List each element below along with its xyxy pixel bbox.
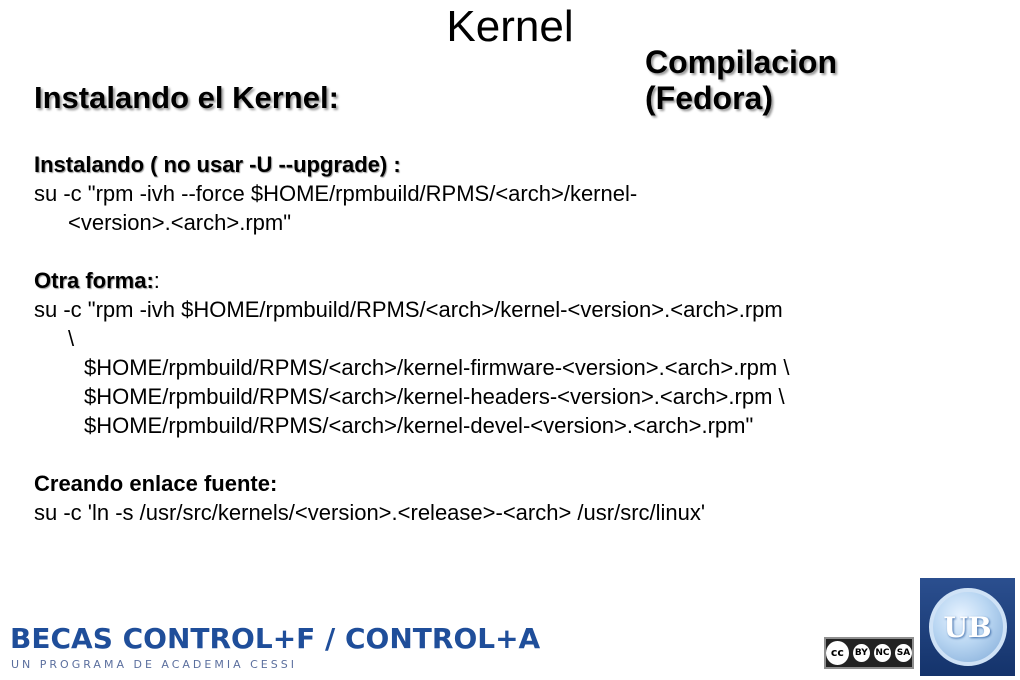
slide-subtitle: Compilacion (Fedora) — [645, 44, 945, 116]
sa-icon: SA — [894, 644, 912, 662]
slide-title: Kernel — [446, 2, 574, 51]
alt-command-line-3: $HOME/rpmbuild/RPMS/<arch>/kernel-firmwa… — [84, 355, 790, 380]
by-icon: BY — [852, 644, 870, 662]
link-command-line-1: su -c 'ln -s /usr/src/kernels/<version>.… — [34, 500, 706, 525]
slide-body: Instalando ( no usar -U --upgrade) : su … — [34, 150, 964, 527]
install-command-line-1: su -c "rpm -ivh --force $HOME/rpmbuild/R… — [34, 181, 638, 206]
spacer — [34, 440, 964, 469]
ub-logo-text: UB — [943, 610, 992, 644]
nc-icon: NC — [873, 644, 891, 662]
ub-logo-ring: UB — [928, 588, 1007, 666]
install-command-line-2: <version>.<arch>.rpm" — [68, 210, 292, 235]
install-label: Instalando ( no usar -U --upgrade) : — [34, 152, 401, 177]
footer-tagline: UN PROGRAMA DE ACADEMIA CESSI — [11, 658, 297, 671]
link-label: Creando enlace fuente: — [34, 471, 278, 496]
alt-label-suffix: : — [153, 268, 160, 293]
spacer — [34, 237, 964, 266]
footer-brand: BECAS CONTROL+F / CONTROL+A — [10, 622, 541, 655]
alt-label: Otra forma: — [34, 268, 154, 293]
alt-command-line-4: $HOME/rpmbuild/RPMS/<arch>/kernel-header… — [84, 384, 785, 409]
ub-logo: UB — [920, 578, 1015, 676]
section-heading: Instalando el Kernel: — [34, 80, 339, 115]
alt-command-line-5: $HOME/rpmbuild/RPMS/<arch>/kernel-devel-… — [84, 413, 754, 438]
alt-command-line-1: su -c "rpm -ivh $HOME/rpmbuild/RPMS/<arc… — [34, 297, 783, 322]
alt-command-line-2: \ — [68, 326, 75, 351]
alt-label-row: Otra forma:: — [34, 266, 964, 295]
subtitle-line-2: (Fedora) — [645, 80, 773, 116]
subtitle-line-1: Compilacion — [645, 44, 838, 80]
cc-license-badge[interactable]: cc BY NC SA — [824, 637, 914, 669]
cc-icon: cc — [826, 641, 849, 665]
